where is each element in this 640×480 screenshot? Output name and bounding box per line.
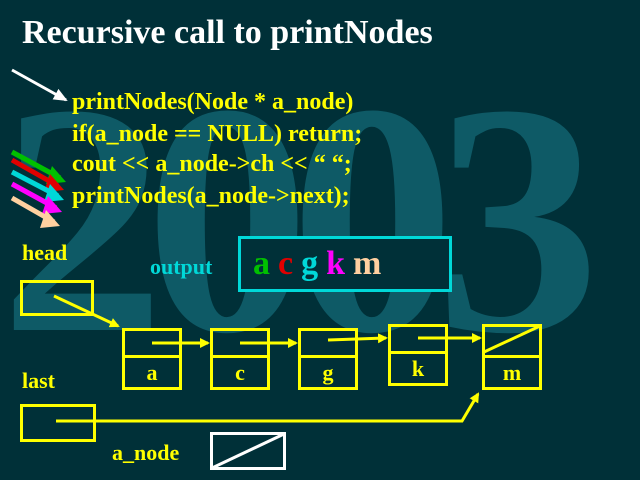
node-value: k <box>411 356 425 381</box>
code-line-recursive-call: printNodes(a_node->next); <box>72 183 350 209</box>
head-label: head <box>22 240 68 265</box>
code-line-null-check: if(a_node == NULL) return; <box>72 121 363 147</box>
node-next-field <box>391 327 445 354</box>
node-next-field <box>301 331 355 358</box>
node-value: a <box>146 360 158 385</box>
head-pointer-box <box>20 280 94 316</box>
list-node-g: g <box>298 328 358 390</box>
recursion-arrow-peach <box>10 195 60 228</box>
recursion-arrow-white <box>11 68 68 102</box>
list-node-c: c <box>210 328 270 390</box>
a-node-label: a_node <box>112 440 180 465</box>
output-char-a: a <box>253 245 270 282</box>
output-char-g: g <box>301 245 319 282</box>
recursion-arrow-magenta <box>10 181 62 214</box>
a-node-null-slash <box>211 432 285 470</box>
list-node-m: m <box>482 324 542 390</box>
last-label: last <box>22 368 55 393</box>
null-slash-m <box>483 324 541 354</box>
output-char-m: m <box>353 245 382 282</box>
list-node-k: k <box>388 324 448 386</box>
list-node-a: a <box>122 328 182 390</box>
head-arrow <box>53 294 120 328</box>
code-line-signature: printNodes(Node * a_node) <box>72 89 354 115</box>
node-value: g <box>322 360 334 385</box>
output-char-k: k <box>326 245 346 282</box>
page-title: Recursive call to printNodes <box>22 14 433 51</box>
last-pointer-box <box>20 404 96 442</box>
last-arrow <box>56 392 480 423</box>
a-node-pointer-box <box>210 432 286 470</box>
node-next-field <box>485 327 539 358</box>
next-arrow-g-to-k <box>327 333 388 344</box>
node-next-field <box>125 331 179 358</box>
node-value: m <box>502 360 522 385</box>
node-next-field <box>213 331 267 358</box>
output-char-c: c <box>278 245 294 282</box>
output-label: output <box>150 254 213 279</box>
code-line-cout: cout << a_node->ch << “ “; <box>72 151 352 177</box>
recursion-arrow-green <box>10 149 66 184</box>
node-value: c <box>235 360 245 385</box>
